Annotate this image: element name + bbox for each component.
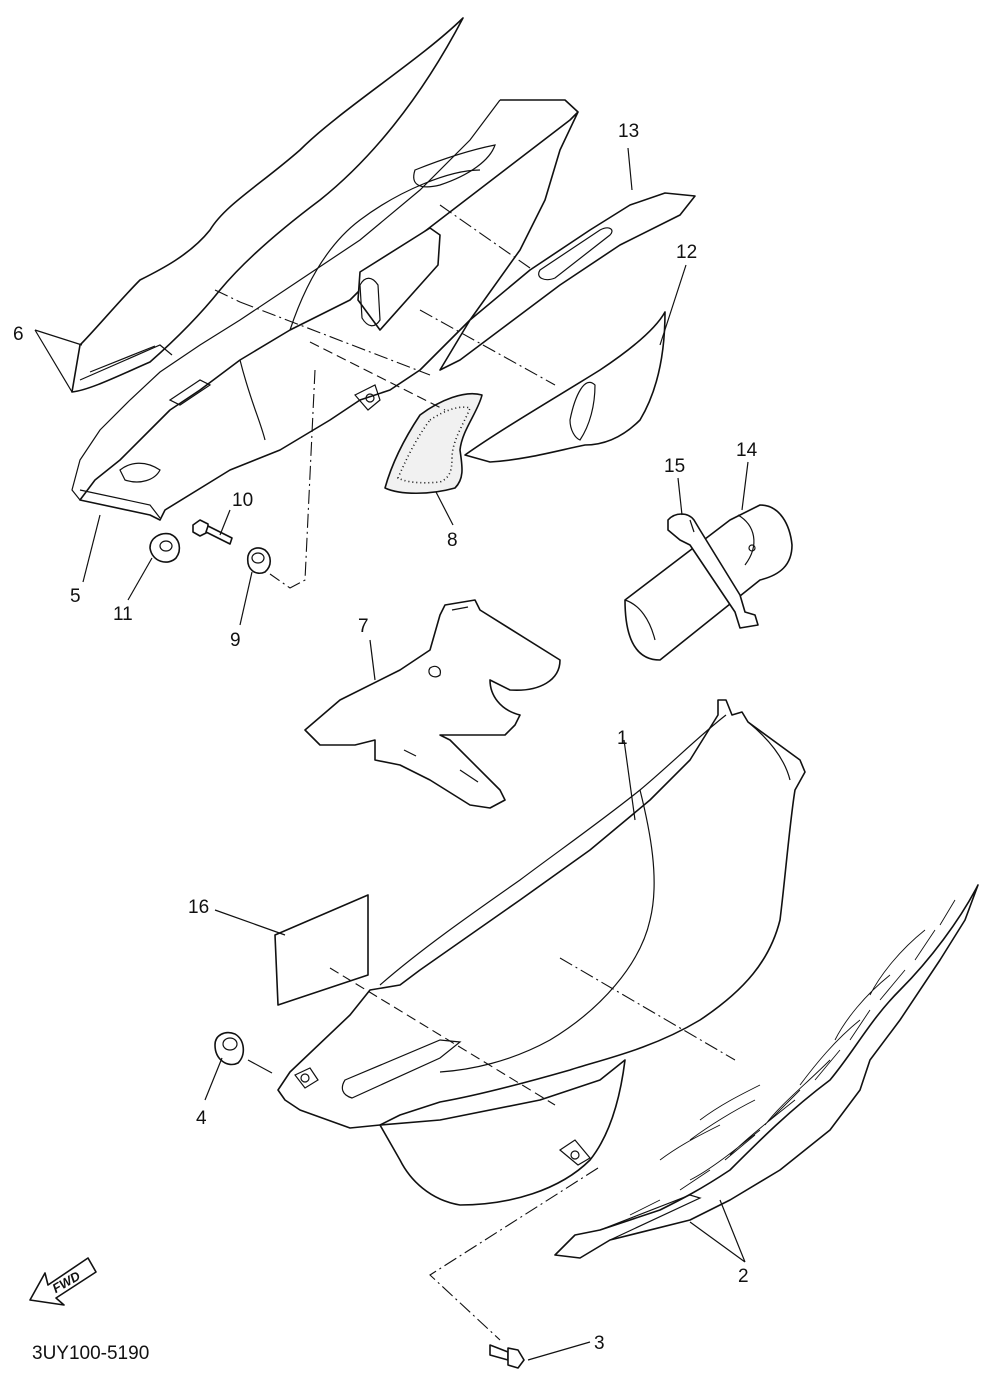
callout-4: 4	[196, 1108, 207, 1129]
part-7-heat-plate	[304, 599, 561, 809]
callout-labels: 13 12 6 10 8 15 14 5 11 9 7 1 16 4 2 3	[13, 121, 758, 1354]
part-8-seal-pad	[384, 392, 483, 494]
part-3-screw	[489, 1344, 525, 1369]
part-6-upper-decal	[71, 17, 464, 393]
part-2-lower-decal	[554, 884, 979, 1259]
callout-15: 15	[664, 456, 685, 477]
part-4-grommet	[214, 1031, 245, 1066]
callout-11: 11	[113, 604, 133, 625]
callout-12: 12	[676, 242, 697, 263]
callout-10: 10	[232, 490, 253, 511]
callout-6: 6	[13, 324, 24, 345]
callout-7: 7	[358, 616, 369, 637]
part-15-band	[667, 513, 759, 629]
callout-2: 2	[738, 1266, 749, 1287]
part-14-tool-bag	[624, 504, 793, 661]
part-13-upper-trim	[439, 192, 696, 371]
part-12-side-panel	[464, 311, 666, 463]
part-10-bolt	[192, 519, 233, 545]
fwd-arrow-icon: FWD	[29, 1257, 97, 1306]
assembly-lines	[214, 204, 736, 1341]
callout-8: 8	[447, 530, 458, 551]
air-duct	[357, 227, 441, 331]
leader-lines	[34, 147, 749, 1361]
callout-16: 16	[188, 897, 209, 918]
part-11-grommet	[149, 532, 181, 563]
part-1-side-cover	[277, 699, 806, 1206]
part-16-label	[274, 894, 369, 1006]
callout-5: 5	[70, 586, 81, 607]
part-9-collar	[246, 547, 272, 574]
part-code: 3UY100-5190	[32, 1343, 150, 1364]
callout-3: 3	[594, 1333, 605, 1354]
callout-14: 14	[736, 440, 758, 461]
callout-13: 13	[618, 121, 639, 142]
callout-9: 9	[230, 630, 241, 651]
callout-1: 1	[617, 728, 628, 749]
